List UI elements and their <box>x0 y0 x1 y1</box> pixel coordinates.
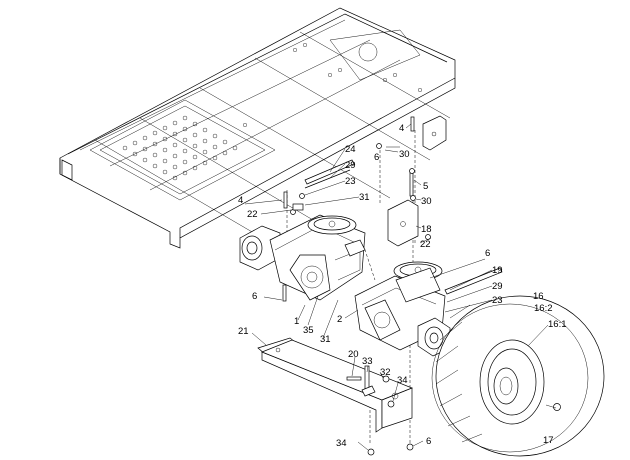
callout-30-right: 30 <box>421 196 432 207</box>
right-transmission <box>354 261 451 357</box>
callout-34-bottom: 34 <box>336 438 347 449</box>
callout-6-top: 6 <box>374 152 379 163</box>
left-transmission <box>239 214 366 301</box>
callout-16-1: 16:1 <box>548 319 567 330</box>
callout-6-left: 6 <box>252 291 257 302</box>
callout-16-2: 16:2 <box>534 303 553 314</box>
callout-16: 16 <box>533 291 544 302</box>
perforation-holes <box>122 115 238 181</box>
callout-23-right: 23 <box>492 295 503 306</box>
callout-6-bottom: 6 <box>426 436 431 447</box>
callout-23-left: 23 <box>345 176 356 187</box>
callout-5: 5 <box>423 181 428 192</box>
callout-17: 17 <box>543 435 554 446</box>
callout-30-top: 30 <box>399 149 410 160</box>
callout-1: 1 <box>294 316 299 327</box>
callout-33: 33 <box>362 356 373 367</box>
callout-35: 35 <box>303 325 314 336</box>
callout-32: 32 <box>380 367 391 378</box>
frame-assembly <box>59 7 456 261</box>
callout-6-right: 6 <box>485 248 490 259</box>
mount-bracket <box>257 337 413 433</box>
callout-2: 2 <box>337 314 342 325</box>
callout-4-top: 4 <box>399 123 404 134</box>
callout-29-right: 29 <box>492 281 503 292</box>
callout-31-bottom: 31 <box>320 334 331 345</box>
callout-22-right: 22 <box>420 239 431 250</box>
callout-labels: 4 6 30 24 29 23 31 5 30 4 22 18 22 6 19 … <box>238 123 567 449</box>
callout-20: 20 <box>348 349 359 360</box>
callout-31-top: 31 <box>359 192 370 203</box>
callout-18: 18 <box>421 224 432 235</box>
callout-24: 24 <box>345 144 356 155</box>
callout-4-left: 4 <box>238 195 243 206</box>
callout-21: 21 <box>238 326 249 337</box>
callout-22-left: 22 <box>247 209 258 220</box>
callout-19: 19 <box>492 265 503 276</box>
callout-34-right: 34 <box>397 375 408 386</box>
frame-holes <box>242 43 423 127</box>
lower-hardware <box>346 365 414 456</box>
callout-leaders <box>244 123 557 451</box>
callout-29-left: 29 <box>345 160 356 171</box>
wheel-assembly <box>431 295 605 457</box>
